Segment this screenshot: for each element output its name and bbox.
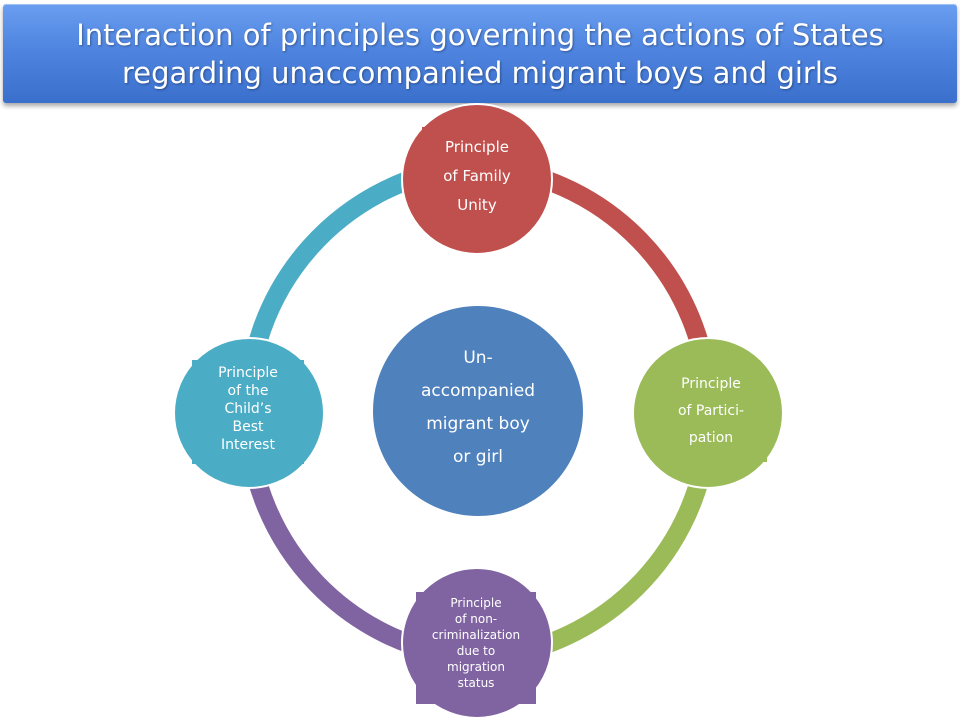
best-interest-label-line: Principle <box>218 365 278 381</box>
label-box-family-unity <box>422 127 530 225</box>
label-box-non-criminalization <box>416 592 536 704</box>
center-label-line: migrant boy <box>426 414 530 434</box>
family-unity-label-line: Principle <box>445 138 509 156</box>
slide-title: Interaction of principles governing the … <box>3 16 957 92</box>
participation-label-line: of Partici- <box>677 403 745 419</box>
non-criminalization-label: Principle of non- criminalization due to… <box>416 595 536 691</box>
non-criminalization-label-line: criminalization <box>431 628 521 642</box>
label-box-participation <box>655 368 767 462</box>
non-criminalization-label-line: of non- <box>454 612 498 626</box>
non-criminalization-label-line: due to <box>456 644 496 658</box>
family-unity-label-line: of Family <box>443 167 511 185</box>
title-line-1: Interaction of principles governing the … <box>76 18 884 52</box>
best-interest-label-line: of the <box>227 383 269 399</box>
center-label: Un- accompanied migrant boy or girl <box>378 342 578 474</box>
participation-label-line: Principle <box>681 376 741 392</box>
family-unity-label: Principle of Family Unity <box>417 133 537 220</box>
center-label-line: Un- <box>463 348 493 368</box>
title-bar: Interaction of principles governing the … <box>3 4 957 103</box>
best-interest-label-line: Interest <box>221 437 275 453</box>
best-interest-label: Principle of the Child’s Best Interest <box>188 364 308 454</box>
center-label-line: or girl <box>452 447 504 467</box>
center-circle <box>371 304 585 518</box>
best-interest-label-line: Child’s <box>224 401 272 417</box>
participation-label: Principle of Partici- pation <box>651 371 771 452</box>
best-interest-label-line: Best <box>232 419 264 435</box>
title-line-2: regarding unaccompanied migrant boys and… <box>121 56 839 90</box>
non-criminalization-label-line: migration <box>447 660 505 674</box>
participation-label-line: pation <box>688 430 734 446</box>
non-criminalization-label-line: Principle <box>450 596 502 610</box>
family-unity-label-line: Unity <box>457 196 497 214</box>
center-label-line: accompanied <box>420 381 536 401</box>
non-criminalization-label-line: status <box>457 676 495 690</box>
label-box-best-interest <box>192 360 304 464</box>
